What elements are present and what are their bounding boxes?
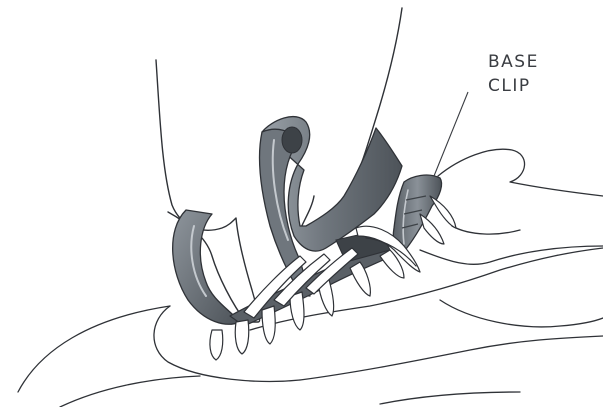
base-clip-label-line1: BASE (488, 50, 578, 74)
base-clip-label: BASE CLIP (488, 50, 578, 98)
base-clip-label-line2: CLIP (488, 74, 578, 98)
callout-leader-line (434, 92, 468, 176)
tongue-outline (420, 149, 603, 264)
